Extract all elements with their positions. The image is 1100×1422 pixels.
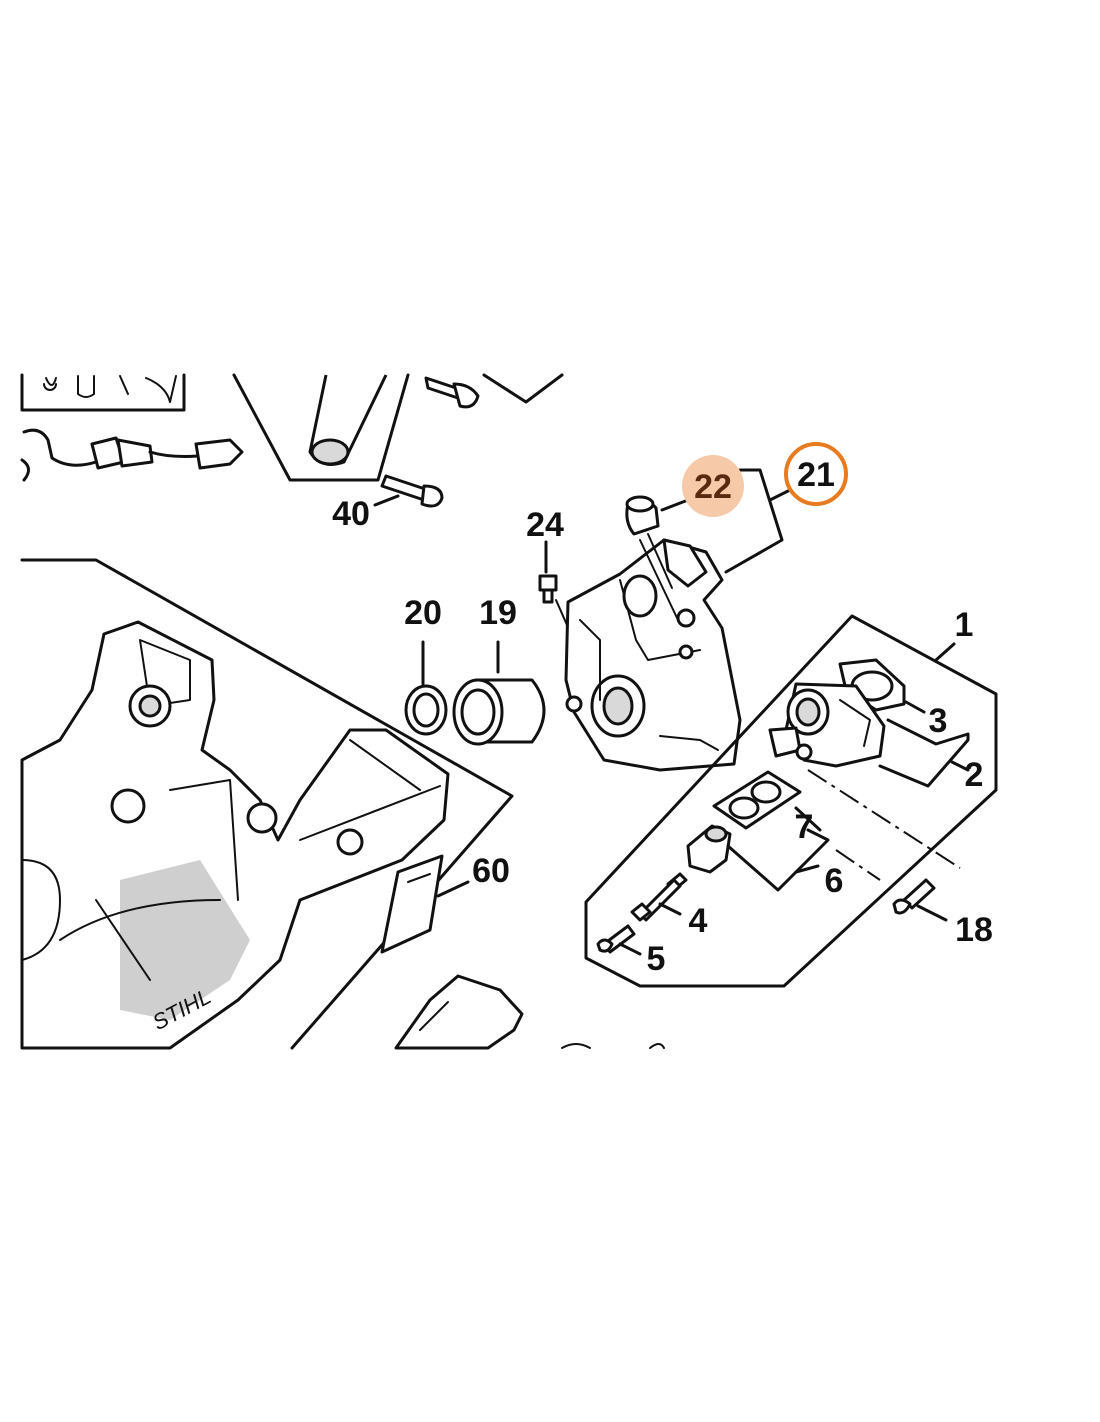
callout-6: 6 <box>825 862 844 900</box>
callout-22-highlight <box>682 455 744 517</box>
cover-part-60 <box>380 854 470 954</box>
screw-part-18 <box>892 878 948 922</box>
intake-flange-part-19 <box>452 640 546 746</box>
carburetor-part-2 <box>768 682 970 788</box>
plug-part-22 <box>625 495 673 589</box>
callout-2: 2 <box>965 756 984 794</box>
shaft-part-4 <box>630 872 688 922</box>
callout-24: 24 <box>526 506 564 544</box>
top-screw-fragment <box>424 373 564 409</box>
top-left-fragment <box>20 373 186 412</box>
callout-7: 7 <box>795 808 814 846</box>
callout-4: 4 <box>689 902 708 940</box>
valve-part-6 <box>686 824 830 892</box>
callout-60: 60 <box>472 852 510 890</box>
top-center-tube-fragment <box>232 373 410 482</box>
bottom-fragment <box>394 974 665 1050</box>
carburetor-housing-21 <box>564 538 742 772</box>
callout-21-highlight[interactable] <box>784 442 848 506</box>
crankcase-housing: STIHL <box>20 558 514 1050</box>
ring-part-20 <box>404 640 448 736</box>
callout-40: 40 <box>332 495 370 533</box>
callout-3: 3 <box>929 702 948 740</box>
callout-5: 5 <box>647 940 666 978</box>
screw-40 <box>373 474 444 508</box>
callout-18: 18 <box>955 911 993 949</box>
callout-1: 1 <box>955 606 974 644</box>
wiring-harness <box>20 428 244 482</box>
screw-part-5 <box>596 924 642 956</box>
callout-22: 22 <box>694 468 732 506</box>
callout-21[interactable]: 21 <box>797 456 835 494</box>
assembly-group-1 <box>584 614 998 988</box>
callout-20: 20 <box>404 594 442 632</box>
o-rings-part-7 <box>712 770 822 832</box>
callout-19: 19 <box>479 594 517 632</box>
bracket-21-22 <box>660 468 792 574</box>
